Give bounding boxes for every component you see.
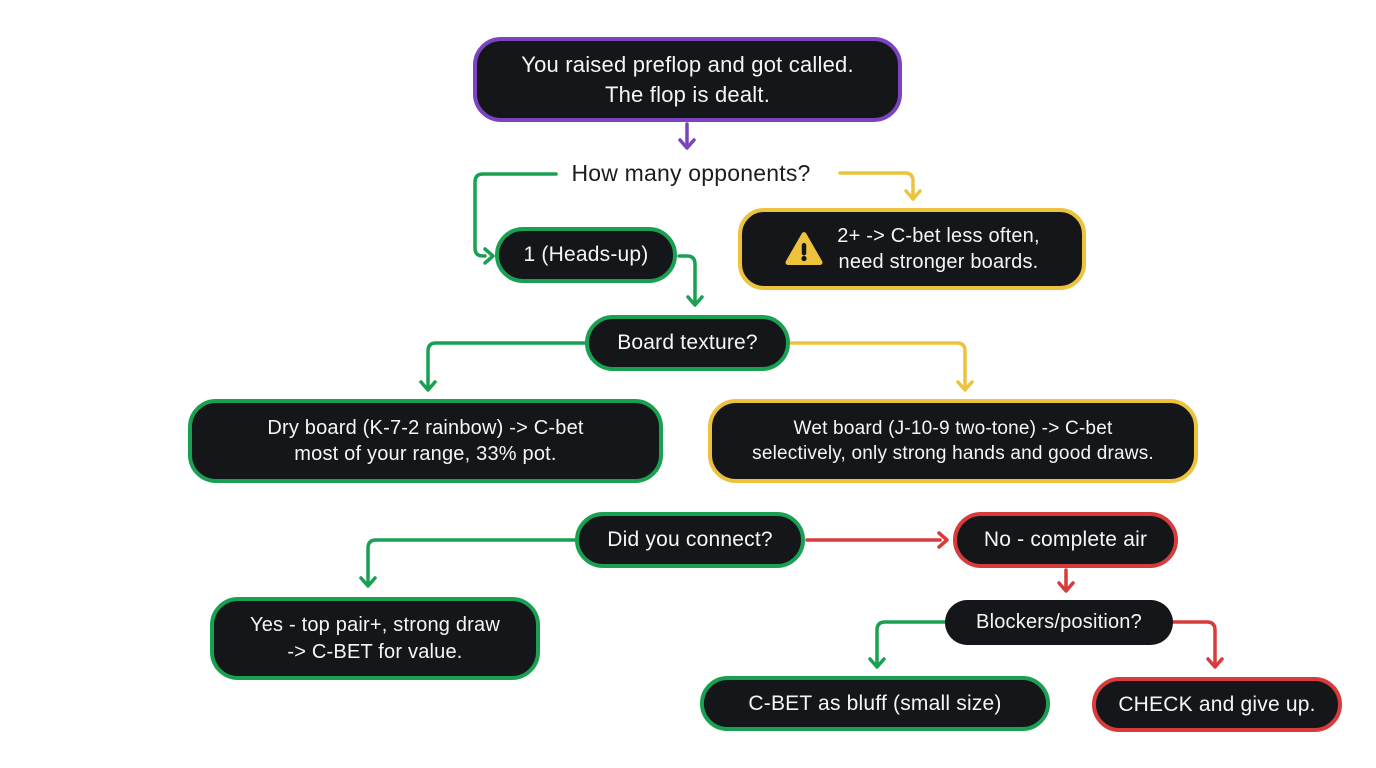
node-start-line2: The flop is dealt. xyxy=(604,81,771,107)
connector-blockers-to-check xyxy=(1171,620,1224,669)
node-connected-yes-line2: -> C-BET for value. xyxy=(287,640,463,663)
node-multiway-warning-text: 2+ -> C-bet less often, need stronger bo… xyxy=(837,223,1039,276)
node-connected-no: No - complete air xyxy=(953,512,1178,568)
warning-triangle-icon xyxy=(785,232,823,265)
connector-blockers-to-cbet xyxy=(868,620,947,669)
connector-no-to-blockers xyxy=(1057,568,1075,593)
node-start-line1: You raised preflop and got called. xyxy=(521,52,854,78)
node-dry-board-line2: most of your range, 33% pot. xyxy=(294,443,557,465)
node-multiway-warning-line1: 2+ -> C-bet less often, xyxy=(837,224,1040,247)
node-wet-board: Wet board (J-10-9 two-tone) -> C-bet sel… xyxy=(708,399,1198,483)
node-wet-board-line1: Wet board (J-10-9 two-tone) -> C-bet xyxy=(793,417,1113,439)
connector-connect-to-no xyxy=(805,531,949,549)
connector-board-to-dry xyxy=(419,341,587,392)
node-heads-up: 1 (Heads-up) xyxy=(495,227,677,283)
node-dry-board-line1: Dry board (K-7-2 rainbow) -> C-bet xyxy=(267,416,584,439)
node-board-texture-label: Board texture? xyxy=(617,331,758,355)
node-cbet-bluff-label: C-BET as bluff (small size) xyxy=(748,691,1002,715)
node-blockers-position: Blockers/position? xyxy=(945,600,1173,645)
node-wet-board-line2: selectively, only strong hands and good … xyxy=(752,443,1154,464)
node-check-give-up-label: CHECK and give up. xyxy=(1118,692,1316,716)
connector-board-to-wet xyxy=(788,341,974,392)
node-start: You raised preflop and got called. The f… xyxy=(473,37,902,122)
node-heads-up-label: 1 (Heads-up) xyxy=(523,243,649,267)
node-did-you-connect-label: Did you connect? xyxy=(607,528,773,552)
label-how-many-opponents: How many opponents? xyxy=(571,160,811,186)
connector-opponents-to-headsup xyxy=(473,172,558,265)
node-multiway-warning-line2: need stronger boards. xyxy=(838,251,1039,273)
node-blockers-position-label: Blockers/position? xyxy=(976,611,1142,634)
node-check-give-up: CHECK and give up. xyxy=(1092,677,1342,732)
connector-start-to-opponents xyxy=(678,122,696,150)
node-board-texture: Board texture? xyxy=(585,315,790,371)
connector-connect-to-yes xyxy=(359,538,577,588)
node-multiway-warning: 2+ -> C-bet less often, need stronger bo… xyxy=(738,208,1086,290)
node-dry-board: Dry board (K-7-2 rainbow) -> C-bet most … xyxy=(188,399,663,483)
node-connected-yes: Yes - top pair+, strong draw -> C-BET fo… xyxy=(210,597,540,680)
node-cbet-bluff: C-BET as bluff (small size) xyxy=(700,676,1050,731)
connector-opponents-to-warning xyxy=(838,171,922,201)
connector-headsup-to-board xyxy=(677,254,704,307)
node-did-you-connect: Did you connect? xyxy=(575,512,805,568)
node-connected-no-label: No - complete air xyxy=(983,528,1148,552)
node-connected-yes-line1: Yes - top pair+, strong draw xyxy=(250,614,500,637)
